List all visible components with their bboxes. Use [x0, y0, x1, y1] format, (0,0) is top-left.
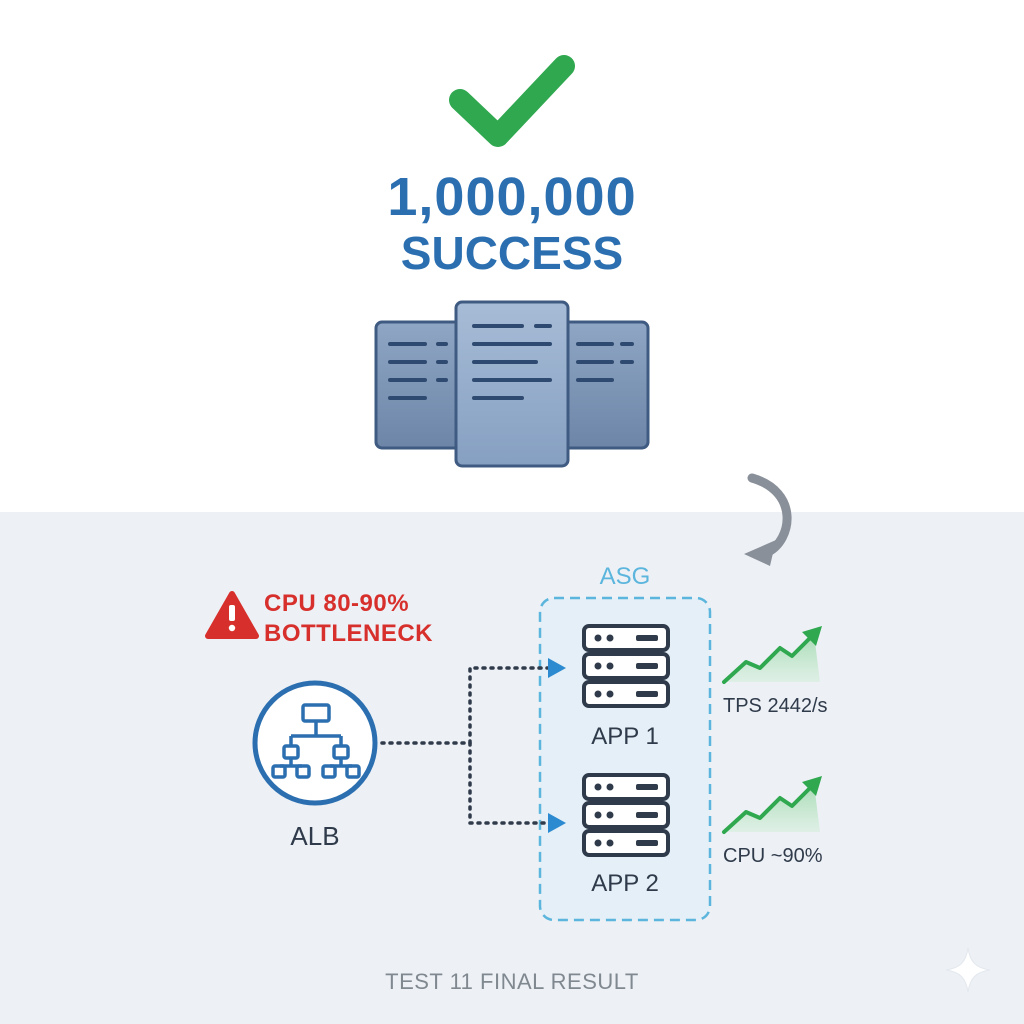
server-cluster-icon: [374, 300, 650, 468]
success-status: SUCCESS: [400, 227, 624, 279]
cpu-metric-label: CPU ~90%: [723, 845, 823, 867]
app2-server-icon: [582, 773, 670, 857]
checkmark-icon: [449, 55, 575, 147]
warning-text-line1: CPU 80-90%: [264, 590, 410, 617]
bottom-panel: [0, 512, 1024, 1024]
footer-caption: TEST 11 FINAL RESULT: [385, 969, 639, 994]
trend-up-icon: [722, 776, 822, 834]
load-balancer-icon: [252, 680, 378, 806]
warning-icon: [205, 591, 259, 639]
warning-text-line2: BOTTLENECK: [264, 620, 433, 647]
asg-label: ASG: [599, 563, 651, 590]
app1-label: APP 1: [591, 723, 659, 750]
alb-label: ALB: [290, 821, 340, 851]
trend-up-icon: [722, 626, 822, 684]
tps-metric-label: TPS 2442/s: [723, 695, 828, 717]
traffic-connectors: [380, 666, 550, 825]
app1-server-icon: [582, 624, 670, 708]
arrowhead-icon: [548, 658, 566, 678]
arrowhead-icon: [548, 813, 566, 833]
app2-label: APP 2: [591, 870, 659, 897]
success-count: 1,000,000: [387, 167, 637, 227]
sparkle-icon: [945, 947, 991, 993]
curved-arrow-icon: [744, 473, 792, 566]
